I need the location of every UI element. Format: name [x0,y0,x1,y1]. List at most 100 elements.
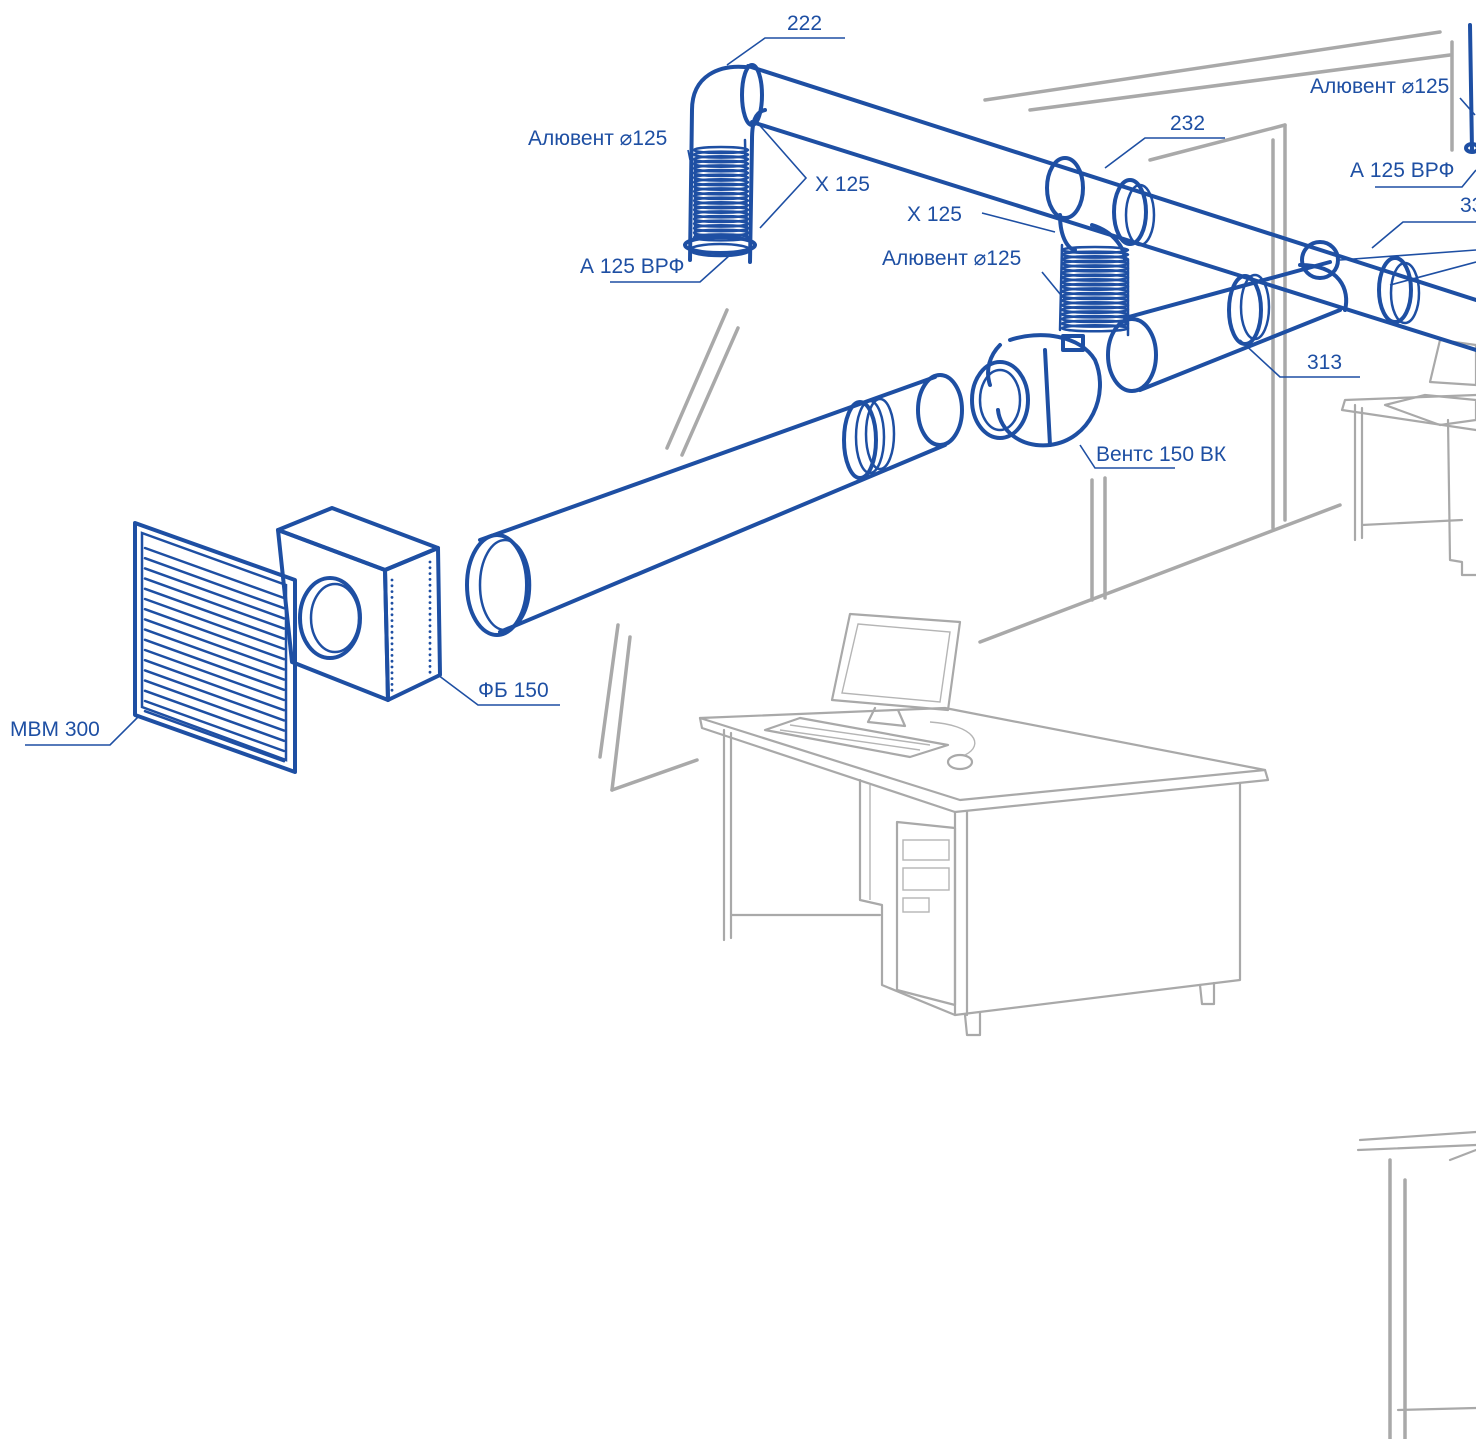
hose-ring [1060,254,1130,264]
hose-ring [692,164,750,173]
hose-ring [692,205,750,215]
hose-ring [1060,305,1130,315]
filter-dot [428,665,432,668]
label-aluvent-mid: Алювент ⌀125 [882,247,1021,270]
filter-dot [428,618,432,622]
filter-dot [428,560,432,564]
grille-slat [143,567,286,620]
filter-dot [428,641,432,645]
label-clamp-mid: Х 125 [907,203,962,226]
hose-ring [692,159,750,169]
label-fan: Вентс 150 ВК [1096,443,1227,466]
filter-dot [390,683,394,686]
grille-slat [143,607,286,661]
computer-monitor [763,612,976,771]
filter-dot [390,648,394,651]
grille-slat [143,658,286,712]
grille-slat [143,546,286,600]
hose-ring [692,223,750,233]
flex-hose-right [1464,23,1476,154]
room-outline [598,30,1454,1439]
hose-ring [692,182,750,192]
hose-ring [692,191,750,201]
filter-dot [428,601,432,604]
label-diffuser-right: А 125 ВРФ [1350,159,1454,182]
filter-dot [390,619,394,622]
label-222: 222 [787,12,822,35]
fan-vents-150vk [970,333,1102,448]
grille-slat [143,709,286,763]
hose-ring [1060,287,1130,296]
filter-dot [428,653,432,657]
filter-dot [428,670,432,674]
tee-right [1298,240,1421,325]
desk-center [698,706,1270,1037]
leader-lines [25,37,1476,746]
hose-ring [692,210,750,219]
filter-dot [428,572,432,575]
grille-slat [143,628,286,681]
hose-ring [692,233,750,242]
label-diffuser-left: А 125 ВРФ [580,255,684,278]
grille-slat [143,597,286,651]
hose-ring [692,196,750,205]
grille-slat [143,689,286,743]
filter-dot [390,584,394,588]
hose-ring [1060,323,1130,333]
grille-slat [143,648,286,702]
filter-dot [390,601,394,605]
hose-ring [692,150,750,159]
filter-dot [390,665,394,669]
hose-ring [692,154,750,164]
hose-ring [1060,300,1130,310]
filter-dot [390,613,394,617]
filter-dot [390,590,394,593]
label-aluvent-left: Алювент ⌀125 [528,127,667,150]
straight-duct [465,373,964,637]
label-aluvent-right: Алювент ⌀125 [1310,75,1449,98]
labels: 222 232 313 33 Алювент ⌀125 Алювент ⌀125… [10,12,1476,741]
filter-dot [390,671,394,675]
filter-dot [390,642,394,646]
label-clamp-left: Х 125 [815,173,870,196]
grille-mvm300 [133,521,297,774]
grille-slat [143,577,286,630]
filter-dot [428,636,432,639]
flex-hose-mid [1058,243,1130,337]
hose-ring [692,187,750,196]
hose-ring [1060,245,1130,255]
hose-ring [692,145,750,155]
hose-ring [1060,264,1130,273]
filter-dot [428,647,432,651]
filter-dot [390,625,394,628]
grille-slat [143,638,286,692]
hose-ring [692,200,750,210]
filter-dot [428,566,432,570]
filter-dot [390,630,394,634]
filter-dot [390,607,394,611]
hose-ring [1060,296,1130,305]
diffuser-left [683,235,757,255]
hose-ring [1060,259,1130,269]
label-filter-box: ФБ 150 [478,679,549,702]
filter-dot [428,578,432,581]
hose-ring [1060,277,1130,287]
hose-ring [1060,273,1130,282]
label-313: 313 [1307,351,1342,374]
hose-ring [692,214,750,224]
filter-dot [390,677,394,680]
hose-ring [692,168,750,178]
filter-dot [428,659,432,662]
filter-dot [390,688,394,692]
label-grille: МВМ 300 [10,718,100,741]
filter-dot [390,654,394,657]
filter-dot [428,612,432,616]
hose-ring [1060,319,1130,328]
filter-dot [428,624,432,628]
desk-right [1340,338,1476,1412]
filter-dot [390,578,394,582]
label-33x: 33 [1460,194,1476,217]
grille-slat [143,669,286,722]
filter-dot [428,630,432,633]
